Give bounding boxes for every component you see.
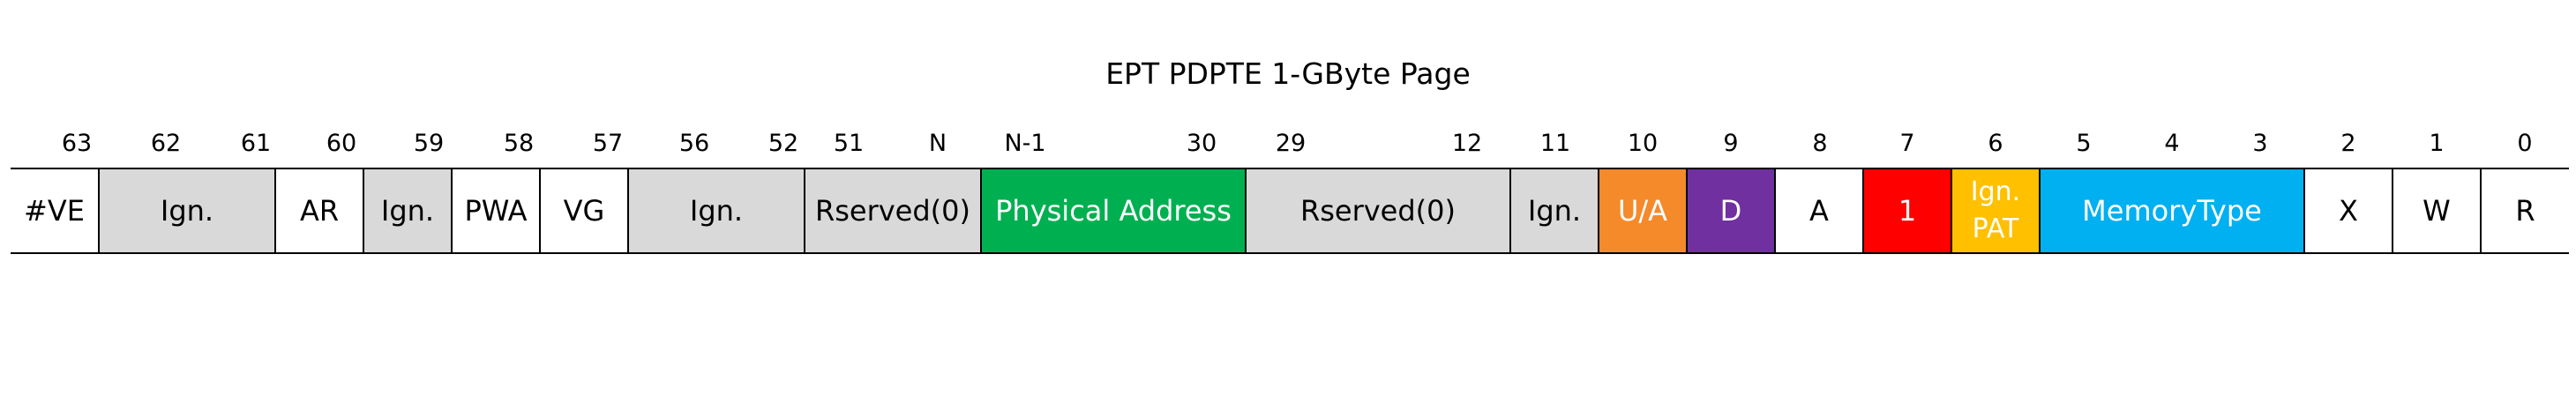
field-label: Ign.	[1527, 194, 1582, 228]
field-ign-10: Ign.	[1509, 169, 1598, 252]
bit-label-2: 2	[2340, 130, 2356, 157]
bit-label-51: 51	[833, 130, 865, 157]
bit-label-59: 59	[413, 130, 445, 157]
field-label: Ign.	[689, 194, 744, 228]
field-ve-0: #VE	[11, 169, 98, 252]
bit-label-0: 0	[2517, 130, 2533, 157]
field-label: Ign.	[160, 194, 214, 228]
field-label: U/A	[1617, 194, 1668, 228]
field-label: X	[2339, 194, 2358, 228]
bit-label-1: 1	[2429, 130, 2445, 157]
field-ign-1: Ign.	[98, 169, 274, 252]
field-label: #VE	[24, 194, 85, 228]
field-label: Rserved(0)	[1299, 194, 1456, 228]
bit-label-10: 10	[1627, 130, 1659, 157]
field-label: A	[1809, 194, 1829, 228]
bit-label-11: 11	[1539, 130, 1571, 157]
bit-label-58: 58	[503, 130, 535, 157]
field-label: D	[1719, 194, 1742, 228]
field-label: PWA	[464, 194, 528, 228]
field-r-19: R	[2480, 169, 2569, 252]
bit-label-5: 5	[2076, 130, 2092, 157]
field-label: 1	[1898, 194, 1917, 228]
diagram-title: EPT PDPTE 1-GByte Page	[1105, 56, 1471, 91]
field-label: Rserved(0)	[814, 194, 970, 228]
bit-label-n-1: N-1	[1004, 130, 1046, 157]
bit-label-29: 29	[1275, 130, 1307, 157]
bit-label-9: 9	[1723, 130, 1739, 157]
field-vg-5: VG	[539, 169, 627, 252]
field-label: Ign.	[380, 194, 435, 228]
field-physical-address-8: Physical Address	[980, 169, 1245, 252]
field-label: Physical Address	[995, 194, 1232, 228]
bit-label-56: 56	[678, 130, 710, 157]
field-d-12: D	[1686, 169, 1774, 252]
bit-label-52: 52	[768, 130, 799, 157]
bit-label-6: 6	[1988, 130, 2003, 157]
bit-label-60: 60	[326, 130, 357, 157]
field-ign-3: Ign.	[363, 169, 451, 252]
bit-label-7: 7	[1899, 130, 1915, 157]
field-label: VG	[563, 194, 605, 228]
field-a-13: A	[1774, 169, 1862, 252]
bit-label-30: 30	[1186, 130, 1217, 157]
bit-label-4: 4	[2164, 130, 2180, 157]
bit-label-63: 63	[61, 130, 93, 157]
field-label: MemoryType	[2082, 194, 2262, 228]
bit-label-12: 12	[1451, 130, 1483, 157]
bit-label-8: 8	[1812, 130, 1828, 157]
field-pwa-4: PWA	[451, 169, 539, 252]
field-w-18: W	[2392, 169, 2480, 252]
field-x-17: X	[2303, 169, 2392, 252]
field-ar-2: AR	[274, 169, 363, 252]
field-ign-pat-15: Ign. PAT	[1951, 169, 2039, 252]
field-rserved-0-9: Rserved(0)	[1245, 169, 1509, 252]
bit-label-3: 3	[2252, 130, 2268, 157]
bit-label-61: 61	[240, 130, 272, 157]
field-memorytype-16: MemoryType	[2039, 169, 2303, 252]
field-ign-6: Ign.	[627, 169, 804, 252]
bit-label-n: N	[928, 130, 947, 157]
field-label: AR	[299, 194, 340, 228]
bit-label-57: 57	[592, 130, 624, 157]
field-label: R	[2515, 194, 2535, 228]
field-1-14: 1	[1862, 169, 1951, 252]
field-u-a-11: U/A	[1598, 169, 1686, 252]
field-label: W	[2422, 194, 2451, 228]
field-rserved-0-7: Rserved(0)	[804, 169, 980, 252]
bit-label-62: 62	[150, 130, 182, 157]
field-label: Ign. PAT	[1970, 176, 2021, 244]
